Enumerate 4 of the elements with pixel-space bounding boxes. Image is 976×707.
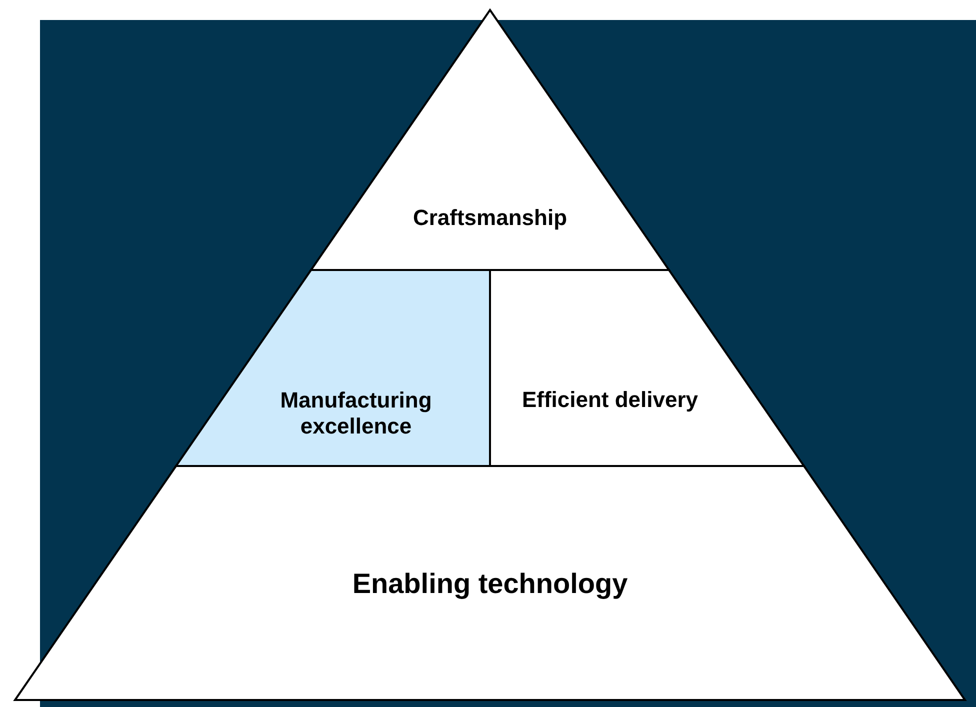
tier-label: Efficient delivery — [520, 386, 700, 414]
tier-label: Enabling technology — [351, 567, 629, 601]
tier-label: Craftsmanship — [412, 204, 568, 232]
tier-label: Manufacturing excellence — [279, 388, 433, 440]
